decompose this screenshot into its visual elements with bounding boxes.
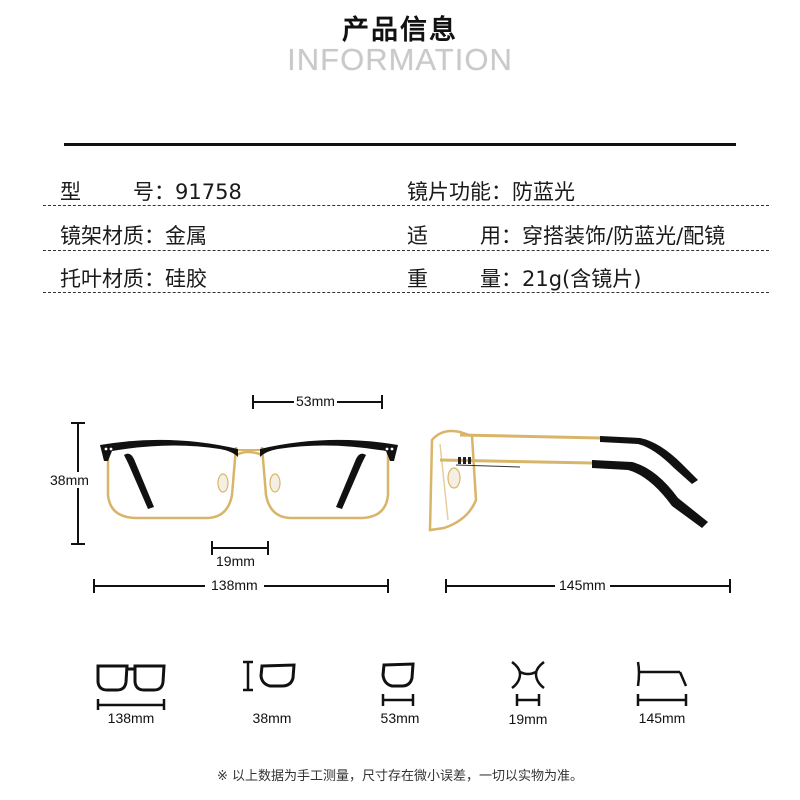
spec-frame-material: 镜架材质：金属 — [60, 220, 207, 250]
spec-value: 21g(含镜片) — [522, 267, 642, 291]
page-title: 产品信息 — [342, 15, 458, 46]
separator: ： — [144, 267, 165, 291]
spec-model: 型 号：91758 — [60, 176, 242, 206]
dim-tick — [252, 395, 254, 409]
separator: ： — [491, 180, 512, 204]
spec-label: 重 — [407, 267, 428, 291]
spec-value: 防蓝光 — [512, 180, 575, 204]
dim-tick — [93, 579, 95, 593]
dim-tick — [267, 541, 269, 555]
dim-tick — [729, 579, 731, 593]
row-divider — [43, 205, 769, 206]
spec-value: 91758 — [175, 180, 242, 204]
separator: ： — [154, 180, 175, 204]
dim-tick — [211, 541, 213, 555]
dim-label: 53mm — [294, 393, 337, 409]
separator: ： — [501, 224, 522, 248]
spec-value: 硅胶 — [165, 267, 207, 291]
icon-label: 38mm — [252, 710, 292, 726]
glasses-front-image — [100, 439, 398, 520]
spec-weight: 重 量：21g(含镜片) — [407, 263, 641, 293]
glasses-side-image — [428, 429, 708, 532]
dim-tick — [387, 579, 389, 593]
dim-tick — [381, 395, 383, 409]
dim-tick — [71, 543, 85, 545]
disclaimer-note: ※ 以上数据为手工测量，尺寸存在微小误差，一切以实物为准。 — [216, 769, 584, 784]
dim-label: 38mm — [48, 472, 91, 488]
spec-usage: 适 用：穿搭装饰/防蓝光/配镜 — [407, 220, 725, 250]
spec-label: 镜片功能 — [407, 180, 491, 204]
lens-height-icon — [243, 660, 296, 692]
frame-width-icon — [96, 664, 166, 710]
spec-nosepad-material: 托叶材质：硅胶 — [60, 263, 207, 293]
spec-value: 穿搭装饰/防蓝光/配镜 — [522, 224, 726, 248]
icon-label: 53mm — [380, 710, 420, 726]
page-subtitle: INFORMATION — [287, 42, 513, 77]
dim-tick — [71, 422, 85, 424]
lens-width-icon — [381, 662, 415, 706]
temple-length-icon — [636, 661, 688, 706]
row-divider — [43, 250, 769, 251]
header-divider — [64, 143, 736, 146]
spec-label: 量 — [480, 267, 501, 291]
spec-label: 镜架材质 — [60, 224, 144, 248]
spec-label: 托叶材质 — [60, 267, 144, 291]
dim-label: 19mm — [216, 553, 255, 569]
separator: ： — [144, 224, 165, 248]
spec-lens-function: 镜片功能：防蓝光 — [407, 176, 575, 206]
bridge-width-icon — [511, 661, 545, 706]
spec-label: 号 — [133, 180, 154, 204]
row-divider — [43, 292, 769, 293]
icon-label: 138mm — [107, 710, 155, 726]
icon-label: 19mm — [508, 711, 548, 727]
spec-label: 适 — [407, 224, 428, 248]
separator: ： — [501, 267, 522, 291]
dim-label: 145mm — [555, 577, 610, 593]
dim-tick — [445, 579, 447, 593]
dim-label: 138mm — [205, 577, 264, 593]
spec-label: 型 — [60, 180, 81, 204]
icon-label: 145mm — [638, 710, 686, 726]
dim-line — [212, 547, 268, 549]
spec-value: 金属 — [165, 224, 207, 248]
spec-label: 用 — [480, 224, 501, 248]
